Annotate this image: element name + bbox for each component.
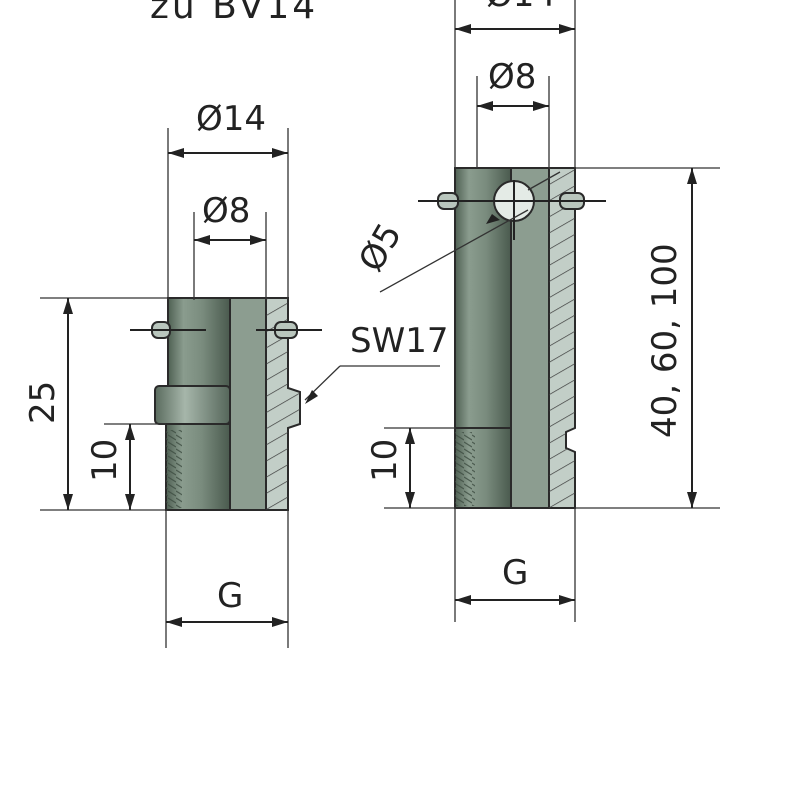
right-dim-lengths: 40, 60, 100: [645, 243, 685, 438]
right-dim-thread-length: 10: [365, 439, 405, 482]
left-dim-bore: Ø8: [202, 191, 250, 231]
drawing-title: zu BV14: [150, 0, 318, 27]
right-thread-pattern: [455, 432, 475, 506]
left-dim-height: 25: [23, 381, 63, 424]
right-dim-bore: Ø8: [488, 57, 536, 97]
left-dim-outer: Ø14: [196, 99, 266, 139]
right-fitting: Ø14 Ø8 Ø5 40, 60, 100 10 G: [351, 0, 720, 622]
left-fitting: Ø14 Ø8 25 10 G SW17: [23, 99, 448, 648]
left-wrench-size: SW17: [350, 321, 448, 361]
left-dim-thread-length: 10: [85, 439, 125, 482]
right-dim-thread: G: [502, 553, 528, 593]
left-upper-body: [167, 297, 231, 389]
left-bore: [229, 297, 267, 511]
left-thread-pattern: [166, 430, 182, 508]
left-dim-thread: G: [217, 576, 243, 616]
left-hex-nut: [154, 385, 231, 425]
right-dim-outer: Ø14: [486, 0, 556, 15]
right-dim-cross-hole: Ø5: [351, 217, 410, 279]
